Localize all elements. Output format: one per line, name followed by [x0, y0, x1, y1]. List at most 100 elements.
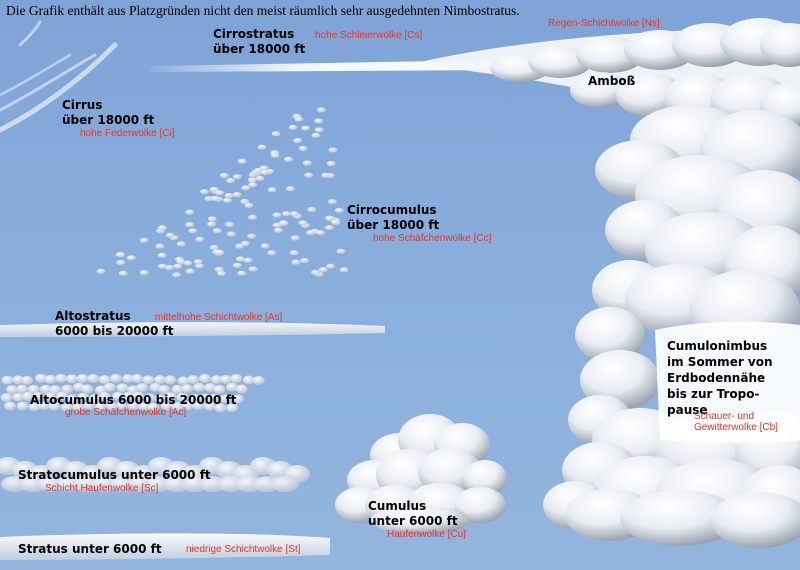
cirrocumulus-puff	[267, 187, 277, 193]
altocumulus-puff	[192, 401, 205, 410]
altocumulus-puff	[87, 374, 100, 383]
cirrocumulus-puff	[311, 132, 321, 138]
cumulonimbus-line4: bis zur Tropo-	[667, 387, 760, 401]
altocumulus-puff	[66, 374, 79, 384]
cumulonimbus-core	[655, 321, 800, 443]
cirrocumulus-puff	[247, 233, 256, 239]
altocumulus-puff	[12, 375, 25, 385]
cirrocumulus-puff	[116, 259, 126, 266]
altocumulus-puff	[204, 383, 217, 392]
cirrostratus-name: Cirrostratus	[213, 27, 295, 41]
cirrocumulus-puff	[260, 169, 270, 175]
cumulus-puff	[370, 506, 470, 534]
stratus-layer	[0, 533, 330, 560]
altocumulus-puff	[171, 384, 184, 394]
altocumulus-puff	[198, 373, 211, 383]
altocumulus-puff	[111, 391, 124, 401]
altocumulus-puff	[21, 391, 34, 401]
caption: Die Grafik enthält aus Platzgründen nich…	[6, 3, 520, 18]
cirrocumulus-puff	[284, 156, 293, 162]
altocumulus-puff	[105, 401, 118, 411]
altocumulus-puff	[147, 402, 160, 412]
cirrocumulus-puff	[291, 259, 301, 265]
cirrocumulus-puff	[115, 252, 125, 258]
altocumulus-puff	[27, 384, 40, 394]
cirrocumulus-puff	[248, 266, 258, 272]
altocumulus-puff	[89, 394, 101, 404]
cirrostratus-german: hohe Schleierwolke [Cs]	[315, 30, 423, 41]
cirrocumulus-puff	[271, 131, 281, 137]
cirrocumulus-puff	[157, 225, 167, 231]
cumulonimbus-line2: im Sommer von	[667, 355, 773, 369]
altocumulus-puff	[32, 392, 45, 401]
cirrocumulus-german: hohe Schäfchenwolke [Cc]	[373, 233, 492, 244]
cirrocumulus-label: Cirrocumulus über 18000 ft	[347, 203, 439, 233]
cirrocumulus-puff	[164, 265, 174, 271]
cirrocumulus-puff	[316, 107, 326, 113]
cirrocumulus-puff	[237, 158, 247, 164]
altocumulus-puff	[28, 402, 41, 412]
cirrus-height: über 18000 ft	[62, 113, 155, 127]
cirrocumulus-puff	[314, 118, 324, 124]
altocumulus-puff	[44, 374, 57, 384]
altocumulus-puff	[149, 382, 162, 392]
cirrocumulus-puff	[232, 174, 242, 180]
cirrocumulus-name: Cirrocumulus	[347, 203, 437, 217]
altocumulus-german: grobe Schäfchenwolke [Ac]	[65, 407, 187, 418]
cumulonimbus-puffs	[420, 18, 800, 548]
cirrocumulus-puff	[248, 214, 257, 220]
altocumulus-puff	[171, 401, 184, 411]
altocumulus-puff	[226, 403, 239, 413]
altocumulus-puff	[138, 402, 151, 412]
altocumulus-puff	[235, 384, 248, 394]
altocumulus-puff	[35, 373, 47, 383]
cirrocumulus-puff	[321, 172, 330, 178]
altocumulus-puff	[55, 373, 68, 383]
cirrocumulus-puff	[176, 259, 186, 265]
cirrocumulus-puff	[241, 185, 251, 191]
cirrocumulus-puff	[294, 116, 304, 122]
cirrocumulus-puff	[226, 177, 236, 184]
cirrocumulus-puff	[326, 263, 336, 269]
cirrocumulus-puff	[289, 211, 299, 217]
altocumulus-puff	[131, 374, 144, 383]
cirrocumulus-puff	[240, 240, 250, 247]
altocumulus-puff	[48, 401, 61, 411]
altocumulus-puff	[219, 374, 232, 384]
cirrocumulus-puff	[298, 145, 308, 151]
altocumulus-puff	[44, 392, 57, 402]
altocumulus-puffs	[0, 373, 265, 413]
cirrocumulus-puff	[155, 243, 165, 249]
altocumulus-puff	[116, 383, 129, 393]
altocumulus-puff	[226, 382, 238, 392]
cumulonimbus-german-2: Gewitterwolke [Cb]	[694, 422, 778, 433]
altocumulus-puff	[77, 392, 90, 402]
cirrocumulus-puff	[165, 232, 175, 238]
cumulonimbus-puff	[710, 492, 800, 548]
altocumulus-puff	[12, 392, 25, 402]
altocumulus-puff	[208, 393, 221, 403]
anvil-puff	[760, 23, 800, 67]
cirrocumulus-puff	[318, 267, 328, 273]
cirrocumulus-puff	[210, 195, 220, 201]
cirrocumulus-puff	[325, 215, 335, 221]
altocumulus-puff	[4, 401, 17, 411]
altostratus-height: 6000 bis 20000 ft	[55, 324, 174, 338]
cirrocumulus-puff	[311, 269, 320, 275]
altocumulus-puff	[132, 391, 145, 401]
altocumulus-puff	[122, 374, 135, 383]
altocumulus-puff	[65, 394, 78, 404]
altocumulus-puff	[115, 401, 128, 410]
cirrocumulus-puff	[267, 250, 277, 256]
altostratus-name: Altostratus	[55, 309, 131, 323]
altocumulus-puff	[164, 392, 177, 402]
altocumulus-puff	[98, 391, 111, 401]
cirrocumulus-puff	[244, 202, 254, 208]
stratocumulus-german: Schicht Haufenwolke [Sc]	[45, 483, 159, 494]
cirrocumulus-puff	[270, 152, 280, 158]
cirrocumulus-puff	[223, 197, 232, 203]
cirrocumulus-puff	[237, 270, 247, 276]
cirrus-name: Cirrus	[62, 98, 103, 112]
altostratus-label: Altostratus 6000 bis 20000 ft	[55, 309, 173, 339]
